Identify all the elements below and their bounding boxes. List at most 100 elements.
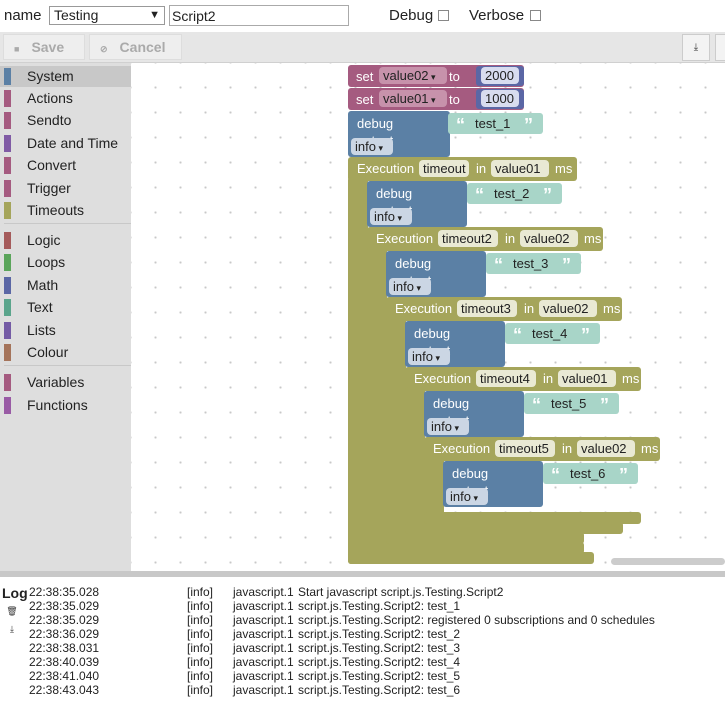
- number-field-1000[interactable]: 1000: [481, 90, 519, 107]
- timeout-name-field-text: timeout4: [480, 371, 530, 386]
- verbose-checkbox[interactable]: [530, 10, 541, 21]
- execution-block-bottom: [386, 532, 584, 544]
- dropdown-arrow-icon: ▾: [428, 72, 436, 82]
- ms-keyword: ms: [555, 161, 573, 176]
- close-quote-icon: ”: [524, 115, 533, 135]
- log-level-dropdown[interactable]: info ▾: [389, 278, 431, 295]
- text-field[interactable]: test_2: [490, 185, 542, 202]
- toolbox-category-convert[interactable]: Convert: [0, 155, 131, 176]
- category-color-bar: [4, 277, 11, 294]
- category-label: Actions: [27, 90, 73, 106]
- number-field-2000[interactable]: 2000: [481, 67, 519, 84]
- variable-dropdown[interactable]: value01: [491, 160, 549, 177]
- close-quote-icon: ”: [619, 465, 628, 485]
- download-icon: ⤓: [693, 42, 699, 53]
- log-level-dropdown[interactable]: info ▾: [446, 488, 488, 505]
- log-level-dropdown[interactable]: info ▾: [351, 138, 393, 155]
- debug-label: Debug: [389, 7, 434, 24]
- log-source: javascript.1: [233, 613, 294, 627]
- ms-keyword: ms: [622, 371, 640, 386]
- log-level-dropdown-text: info: [393, 279, 414, 294]
- variable-dropdown[interactable]: value02: [539, 300, 597, 317]
- toolbox-category-logic[interactable]: Logic: [0, 230, 131, 251]
- execution-keyword: Execution: [414, 371, 472, 386]
- log-level-dropdown[interactable]: info ▾: [427, 418, 469, 435]
- timeout-name-field[interactable]: timeout3: [457, 300, 517, 317]
- toolbox-category-date-and-time[interactable]: Date and Time: [0, 133, 131, 154]
- variable-dropdown[interactable]: value02: [577, 440, 635, 457]
- category-label: Text: [27, 299, 53, 315]
- folder-select[interactable]: Testing ▼: [49, 6, 165, 25]
- category-color-bar: [4, 90, 11, 107]
- close-quote-icon: ”: [600, 395, 609, 415]
- variable-dropdown[interactable]: value02: [520, 230, 578, 247]
- download-log-icon[interactable]: ⤓: [10, 624, 14, 634]
- timeout-name-field[interactable]: timeout: [419, 160, 469, 177]
- variable-dropdown-text: value01: [562, 371, 608, 386]
- execution-keyword: Execution: [376, 231, 434, 246]
- log-title: Log: [2, 585, 28, 601]
- category-label: Sendto: [27, 112, 72, 128]
- text-field[interactable]: test_3: [509, 255, 561, 272]
- execution-block-bottom: [424, 512, 641, 524]
- category-color-bar: [4, 112, 11, 129]
- toolbox-category-variables[interactable]: Variables: [0, 372, 131, 393]
- log-time: 22:38:40.039: [29, 655, 100, 669]
- toolbox-category-timeouts[interactable]: Timeouts: [0, 200, 131, 221]
- log-source: javascript.1: [233, 683, 294, 697]
- script-name-input[interactable]: [169, 5, 349, 26]
- toolbox-category-sendto[interactable]: Sendto: [0, 110, 131, 131]
- toolbox-category-trigger[interactable]: Trigger: [0, 178, 131, 199]
- log-level: [info]: [187, 669, 214, 683]
- close-quote-icon: ”: [562, 255, 571, 275]
- execution-keyword: Execution: [395, 301, 453, 316]
- toolbox-category-math[interactable]: Math: [0, 275, 131, 296]
- dropdown-arrow-icon: ▾: [413, 283, 421, 293]
- category-color-bar: [4, 374, 11, 391]
- text-field-text: test_6: [570, 466, 606, 481]
- workspace-scrollbar[interactable]: [611, 558, 725, 565]
- toolbox-category-functions[interactable]: Functions: [0, 395, 131, 416]
- text-field[interactable]: test_6: [566, 465, 618, 482]
- log-time: 22:38:35.029: [29, 613, 100, 627]
- timeout-name-field[interactable]: timeout5: [495, 440, 555, 457]
- timeout-name-field[interactable]: timeout2: [438, 230, 498, 247]
- timeout-name-field[interactable]: timeout4: [476, 370, 536, 387]
- text-field[interactable]: test_5: [547, 395, 599, 412]
- toolbox-category-lists[interactable]: Lists: [0, 320, 131, 341]
- variable-dropdown-value02-text: value02: [383, 68, 429, 83]
- variable-dropdown-text: value02: [581, 441, 627, 456]
- dropdown-arrow-icon: ▾: [470, 493, 478, 503]
- variable-dropdown[interactable]: value01: [558, 370, 616, 387]
- timeout-name-field-text: timeout2: [442, 231, 492, 246]
- export-button[interactable]: ⤓: [682, 34, 710, 61]
- debug-checkbox[interactable]: [438, 10, 449, 21]
- toolbox-category-actions[interactable]: Actions: [0, 88, 131, 109]
- import-button[interactable]: [715, 34, 725, 61]
- text-field[interactable]: test_1: [471, 115, 523, 132]
- to-keyword: to: [449, 69, 460, 84]
- log-level-dropdown[interactable]: info ▾: [408, 348, 450, 365]
- text-field[interactable]: test_4: [528, 325, 580, 342]
- variable-dropdown-value02[interactable]: value02 ▾: [379, 67, 447, 84]
- toolbox-category-colour[interactable]: Colour: [0, 342, 131, 363]
- toolbox-category-loops[interactable]: Loops: [0, 252, 131, 273]
- log-level-dropdown[interactable]: info ▾: [370, 208, 412, 225]
- log-message: Start javascript script.js.Testing.Scrip…: [298, 585, 504, 599]
- save-button[interactable]: ■Save: [3, 34, 85, 60]
- variable-dropdown-value01[interactable]: value01 ▾: [379, 90, 447, 107]
- log-source: javascript.1: [233, 655, 294, 669]
- log-level: [info]: [187, 613, 214, 627]
- toolbox-category-text[interactable]: Text: [0, 297, 131, 318]
- trash-icon[interactable]: 🗑: [6, 606, 18, 616]
- toolbox-category-system[interactable]: System: [0, 66, 131, 87]
- in-keyword: in: [505, 231, 516, 246]
- cancel-button[interactable]: ⊘Cancel: [89, 34, 182, 60]
